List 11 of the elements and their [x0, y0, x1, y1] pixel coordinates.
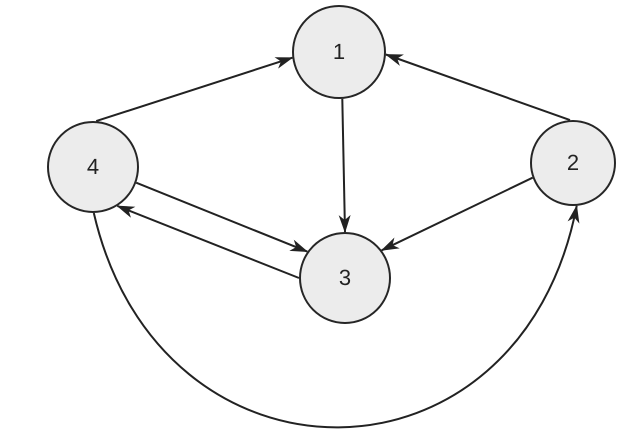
arrow [116, 205, 300, 279]
arrow [384, 54, 570, 122]
node-label: 3 [338, 267, 352, 289]
arrow [136, 182, 308, 253]
node-label: 4 [86, 156, 100, 178]
node-label: 1 [332, 41, 346, 63]
arrow [380, 176, 534, 252]
arrow [338, 98, 351, 233]
curved-arrow [92, 204, 578, 428]
node-label: 2 [566, 152, 580, 174]
arrow [96, 56, 294, 122]
